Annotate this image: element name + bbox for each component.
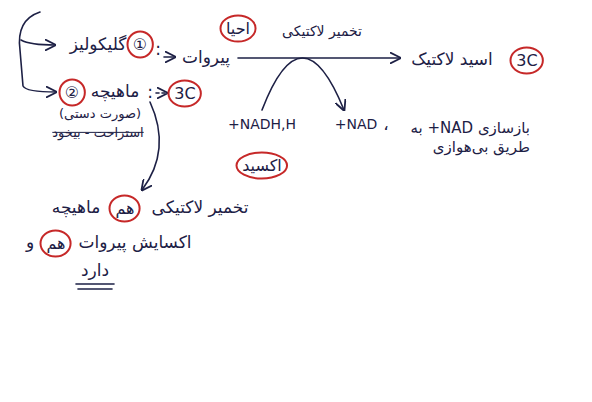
- note-text: :: [155, 39, 161, 60]
- circled-text: هم: [115, 199, 134, 218]
- circled-term: ①: [126, 30, 154, 59]
- note-text: NADH,H+: [228, 116, 296, 134]
- note-text: ماهیچه: [91, 81, 139, 102]
- circled-text: ②: [65, 83, 79, 102]
- note-text: اکسایش پیروات: [78, 232, 191, 253]
- note-text: اسید لاکتیک: [411, 49, 493, 70]
- note-text: تخمیر لاکتیکی: [282, 23, 362, 41]
- note-text: پیروات: [182, 47, 230, 68]
- coupled-arrow: [262, 58, 344, 110]
- short-arrow: [156, 92, 167, 94]
- note-text: NAD+: [335, 116, 378, 134]
- note-text: دارد: [81, 260, 109, 281]
- circled-term: ②: [58, 78, 86, 107]
- circled-term: 3C: [509, 46, 544, 75]
- note-text: ماهیچه: [52, 197, 100, 218]
- note-text: بازسازی NAD+ به طریق بی‌هوازی: [410, 119, 530, 157]
- circled-text: 3C: [174, 84, 195, 103]
- note-text: :: [147, 82, 153, 103]
- red-circle: [237, 152, 288, 178]
- red-circle: [41, 230, 71, 256]
- circled-text: 3C: [516, 51, 537, 70]
- note-text: تخمیر لاکتیکی: [151, 197, 248, 218]
- red-circle: [511, 47, 543, 73]
- bracket-arrow: [21, 40, 55, 45]
- note-text: استراحت - بیخود: [52, 125, 143, 141]
- note-arrow: [142, 102, 159, 190]
- circled-text: اکسید: [242, 156, 282, 175]
- short-arrow: [164, 56, 175, 58]
- red-circle: [169, 80, 201, 106]
- bracket-arrow: [19, 12, 56, 92]
- red-circle: [220, 15, 255, 41]
- circled-term: هم: [108, 194, 141, 223]
- circled-term: احیا: [219, 14, 257, 43]
- reaction-arrow: [238, 57, 400, 59]
- circled-term: 3C: [167, 79, 202, 108]
- underline: [78, 288, 112, 290]
- circled-text: ①: [133, 35, 147, 54]
- circled-term: اکسید: [235, 151, 289, 180]
- circled-term: هم: [39, 229, 72, 258]
- note-text: ،: [383, 114, 389, 135]
- circled-text: هم: [46, 234, 65, 253]
- red-circle: [127, 31, 152, 57]
- circled-text: احیا: [226, 19, 250, 38]
- underline: [76, 283, 114, 285]
- red-circle: [110, 195, 140, 221]
- note-text: و: [26, 232, 34, 253]
- note-text: (صورت دستی): [59, 106, 141, 122]
- red-circle: [59, 79, 84, 105]
- note-text: گلیکولیز: [70, 34, 127, 55]
